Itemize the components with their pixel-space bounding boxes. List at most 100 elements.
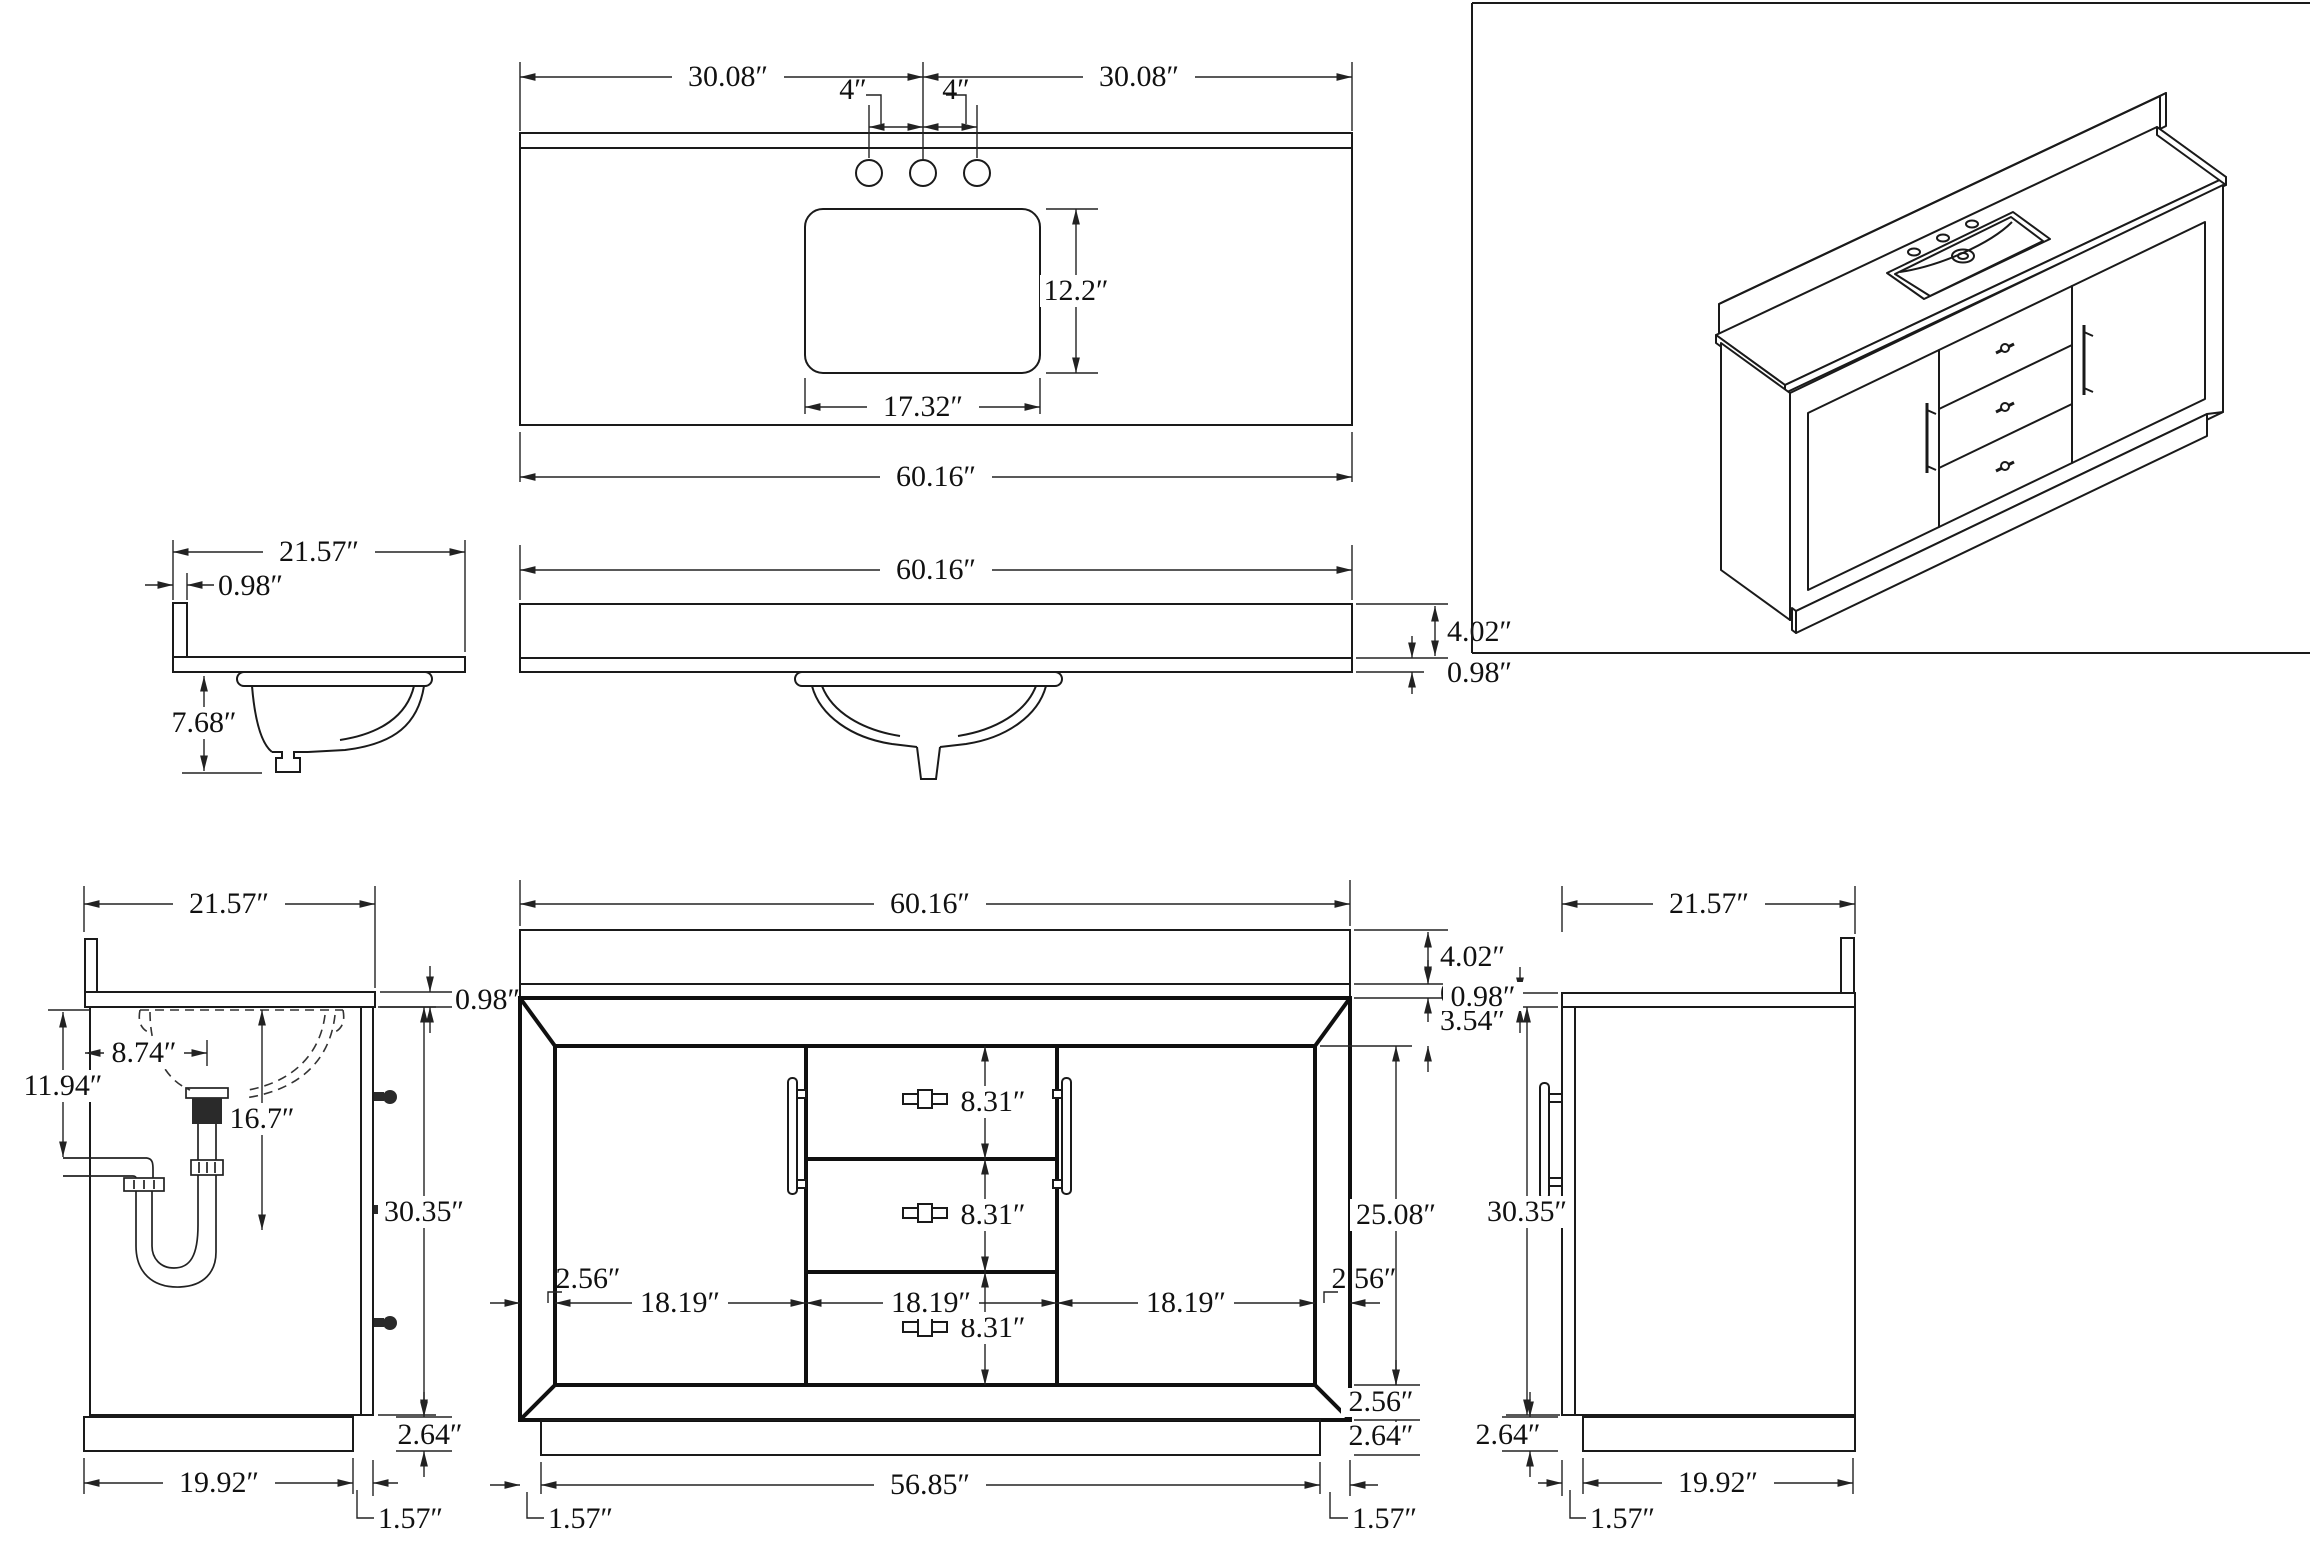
cabinet-face-inner: [553, 1044, 1317, 1387]
dim-label: 8.74″: [112, 1036, 177, 1069]
backsplash-section: [172, 602, 188, 658]
chamfer: [518, 996, 557, 1048]
sink-tailpiece: [916, 746, 941, 780]
label-bg: [166, 707, 242, 739]
handle-mount: [1052, 1179, 1063, 1189]
faucet-hole-iso: [1936, 233, 1950, 243]
dim-label: 2.64″: [1476, 1418, 1541, 1451]
dim-label: 4.02″: [1447, 615, 1512, 648]
backsplash-section: [1840, 937, 1855, 994]
sink-iso-drain: [1951, 248, 1975, 264]
sink-bowl-left-wall: [251, 685, 273, 753]
label-bg: [1481, 1196, 1573, 1228]
cabinet-side-view-left: 21.57″ 0.98″ 8.74″ 11.94″ 16.7″ 30.35″: [17, 886, 520, 1535]
faucet-hole-iso: [1907, 247, 1921, 257]
hidden-line: [247, 1014, 326, 1091]
handles-iso: [1925, 325, 2094, 473]
sink-rim-front: [794, 671, 1063, 687]
dim-label: 2.56″: [556, 1262, 621, 1295]
dim-label: 16.7″: [230, 1102, 295, 1135]
dim-label: 60.16″: [890, 887, 970, 920]
dim-label: 21.57″: [189, 887, 269, 920]
hinge-stem: [374, 1092, 384, 1101]
backsplash-front: [519, 929, 1351, 985]
door-handles: [787, 1077, 1072, 1195]
label-bg: [378, 1196, 470, 1228]
handle-mount: [1926, 409, 1937, 415]
drawer-pull-knob: [917, 1089, 933, 1109]
cabinet-front-view: 60.16″ 4.02″ 0.98″ 3.54″ 8.31″ 8.31″ 8.3…: [490, 880, 1505, 1535]
countertop-section: [172, 656, 466, 673]
leader-line: [1329, 1492, 1348, 1519]
drawer-pull-knob: [917, 1317, 933, 1337]
chamfer: [1313, 996, 1352, 1048]
countertop-side-view: 21.57″ 0.98″ 7.68″: [145, 535, 466, 774]
handle-mount: [2083, 387, 2094, 393]
backsplash-front: [519, 603, 1353, 659]
dim-label: 30.08″: [1099, 60, 1179, 93]
dim-label: 2.56″: [1332, 1262, 1397, 1295]
dim-label: 19.92″: [179, 1466, 259, 1499]
p-trap-plumbing: [63, 1087, 229, 1288]
label-bg: [1040, 275, 1112, 307]
hinge-knob: [383, 1316, 397, 1330]
door-handle-side: [1539, 1082, 1563, 1200]
cabinet-iso-left-side: [1720, 342, 1791, 621]
dim-label: 4″: [839, 73, 867, 106]
hidden-line: [334, 1009, 345, 1033]
label-bg: [390, 1420, 470, 1450]
sink-iso: [1886, 211, 2051, 300]
cabinet-side-view-right: 21.57″ 0.98″ 30.35″ 2.64″ 19.92″: [1443, 886, 1856, 1535]
countertop-front: [519, 657, 1353, 673]
dim-label: 2.64″: [398, 1418, 463, 1451]
drawer-pull-knob: [2000, 402, 2010, 412]
label-bg: [222, 1103, 302, 1135]
countertop-iso-right-edge: [2156, 126, 2227, 186]
toe-kick-base: [83, 1416, 354, 1452]
dim-label: 1.57″: [378, 1502, 443, 1535]
dim-label: 25.08″: [1356, 1198, 1436, 1231]
dim-label: 12.2″: [1044, 274, 1109, 307]
label-bg: [632, 1287, 728, 1319]
drawer-pull-knob: [917, 1203, 933, 1223]
dim-label: 1.57″: [1352, 1502, 1417, 1535]
trap-inner: [151, 1191, 199, 1269]
countertop-section: [84, 991, 376, 1008]
faucet-hole-center: [909, 159, 937, 187]
label-bg: [1350, 1199, 1442, 1231]
label-bg: [173, 888, 285, 920]
label-bg: [1468, 1420, 1548, 1449]
leader-line: [547, 1291, 562, 1303]
leader-line: [356, 1490, 374, 1519]
label-bg: [17, 1070, 109, 1102]
isometric-view: [1471, 2, 2310, 654]
toe-kick-iso-end: [1791, 607, 1797, 634]
handle-mount: [796, 1179, 807, 1189]
dim-label: 30.35″: [1487, 1195, 1567, 1228]
waste-elbow: [132, 1175, 137, 1179]
dim-label: 4.02″: [1440, 940, 1505, 973]
sink-drain-stub: [272, 751, 308, 773]
label-bg: [1138, 1287, 1234, 1319]
dim-label: 30.08″: [688, 60, 768, 93]
front-dimensions: 60.16″ 4.02″ 0.98″ 3.54″ 8.31″ 8.31″ 8.3…: [490, 880, 1505, 1535]
label-bg: [874, 1469, 986, 1501]
handle-mount: [1052, 1089, 1063, 1099]
label-bg: [880, 461, 992, 493]
front-counter-dimensions: 60.16″ 4.02″ 0.98″: [519, 545, 1512, 694]
dim-label: 0.98″: [218, 569, 283, 602]
dim-label: 18.19″: [1146, 1286, 1226, 1319]
dim-label: 1.57″: [1590, 1502, 1655, 1535]
handle-mount: [1548, 1093, 1563, 1103]
hidden-line: [244, 1014, 336, 1099]
dim-label: 0.98″: [1447, 656, 1512, 689]
label-bg: [880, 554, 992, 586]
dim-label: 56.85″: [890, 1468, 970, 1501]
chamfer: [518, 1383, 557, 1422]
label-bg: [1653, 888, 1765, 920]
drawer-pull-knob: [2000, 461, 2010, 471]
handle-mount: [796, 1089, 807, 1099]
drawer-divider-iso: [1938, 403, 2073, 469]
faucet-holes-iso: [1907, 219, 1979, 257]
